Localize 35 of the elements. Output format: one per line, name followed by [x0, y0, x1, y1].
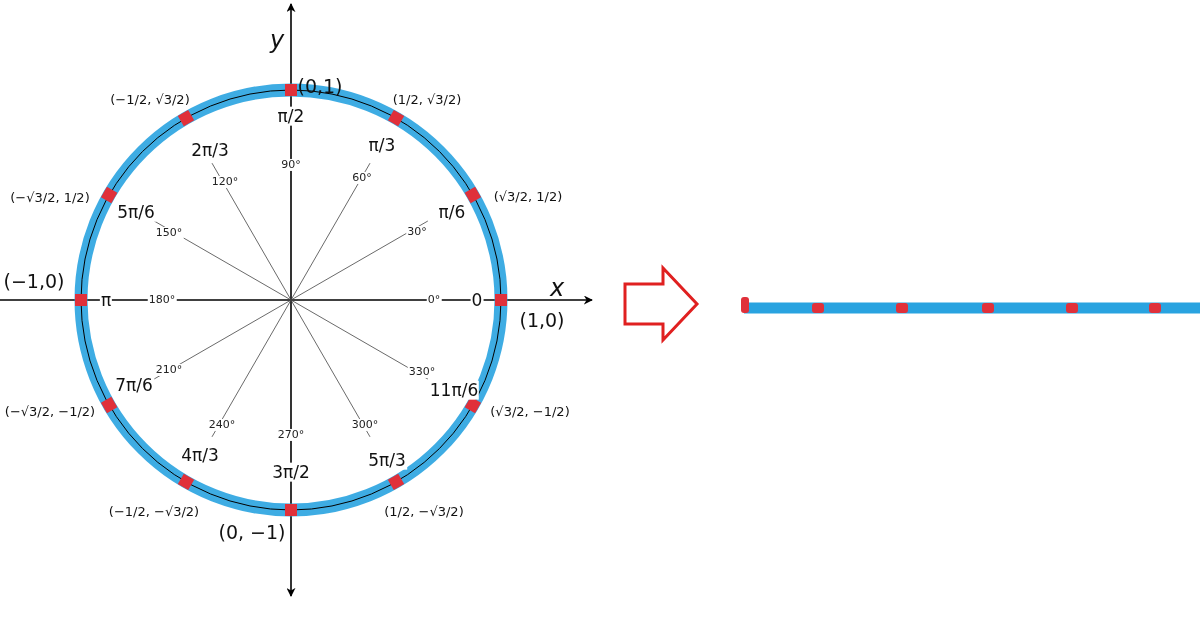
- unit-circle-drawing: [0, 3, 593, 597]
- coordinate-label: (√3/2, 1/2): [493, 189, 563, 205]
- radian-label: 3π/2: [271, 462, 311, 482]
- axis-label: x: [549, 274, 565, 302]
- unrolled-line: [741, 297, 1200, 314]
- degree-label: 150°: [154, 226, 184, 240]
- radian-label: 11π/6: [428, 380, 480, 400]
- coordinate-label: (−1/2, √3/2): [110, 92, 190, 108]
- degree-label: 330°: [407, 365, 437, 379]
- degree-label: 90°: [280, 158, 302, 172]
- coordinate-label: (−1/2, −√3/2): [108, 504, 200, 520]
- coordinate-label: (1,0): [519, 309, 565, 331]
- degree-label: 120°: [210, 175, 240, 189]
- coordinate-label: (1/2, √3/2): [392, 92, 462, 108]
- coordinate-label: (0, −1): [218, 521, 286, 543]
- axis-label: y: [269, 26, 285, 54]
- radian-label: π/2: [276, 106, 306, 126]
- coordinate-label: (√3/2, −1/2): [490, 404, 570, 420]
- radian-label: 2π/3: [190, 140, 230, 160]
- coordinate-label: (−1,0): [3, 270, 65, 292]
- radian-label: 7π/6: [114, 375, 154, 395]
- degree-label: 240°: [207, 418, 237, 432]
- radian-label: π/6: [437, 202, 467, 222]
- radian-label: π/3: [367, 135, 397, 155]
- degree-label: 300°: [350, 418, 380, 432]
- coordinate-label: (1/2, −√3/2): [384, 504, 464, 520]
- coordinate-label: (−√3/2, 1/2): [10, 190, 90, 206]
- radian-label: 4π/3: [180, 445, 220, 465]
- degree-label: 210°: [154, 363, 184, 377]
- degree-label: 270°: [276, 428, 306, 442]
- degree-label: 60°: [351, 171, 373, 185]
- radian-label: 5π/6: [116, 202, 156, 222]
- coordinate-label: (−√3/2, −1/2): [4, 404, 96, 420]
- radian-label: 5π/3: [367, 450, 407, 470]
- block-arrow: [623, 264, 700, 344]
